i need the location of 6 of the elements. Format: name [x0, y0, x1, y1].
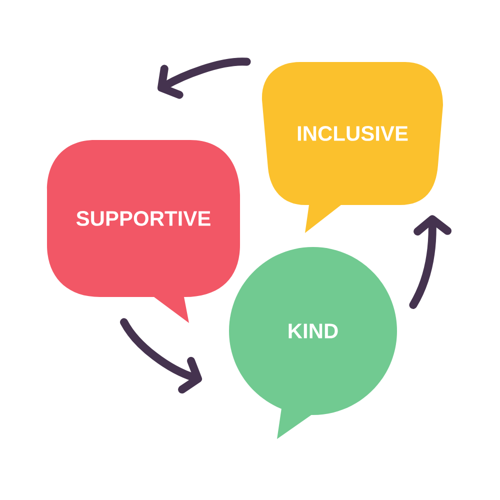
speech-bubble: INCLUSIVE: [262, 62, 443, 233]
speech-bubble: KIND: [229, 247, 397, 439]
arrow: [157, 58, 251, 99]
arrow: [120, 318, 202, 394]
speech-bubble: SUPPORTIVE: [47, 140, 240, 323]
arrow: [409, 215, 452, 309]
